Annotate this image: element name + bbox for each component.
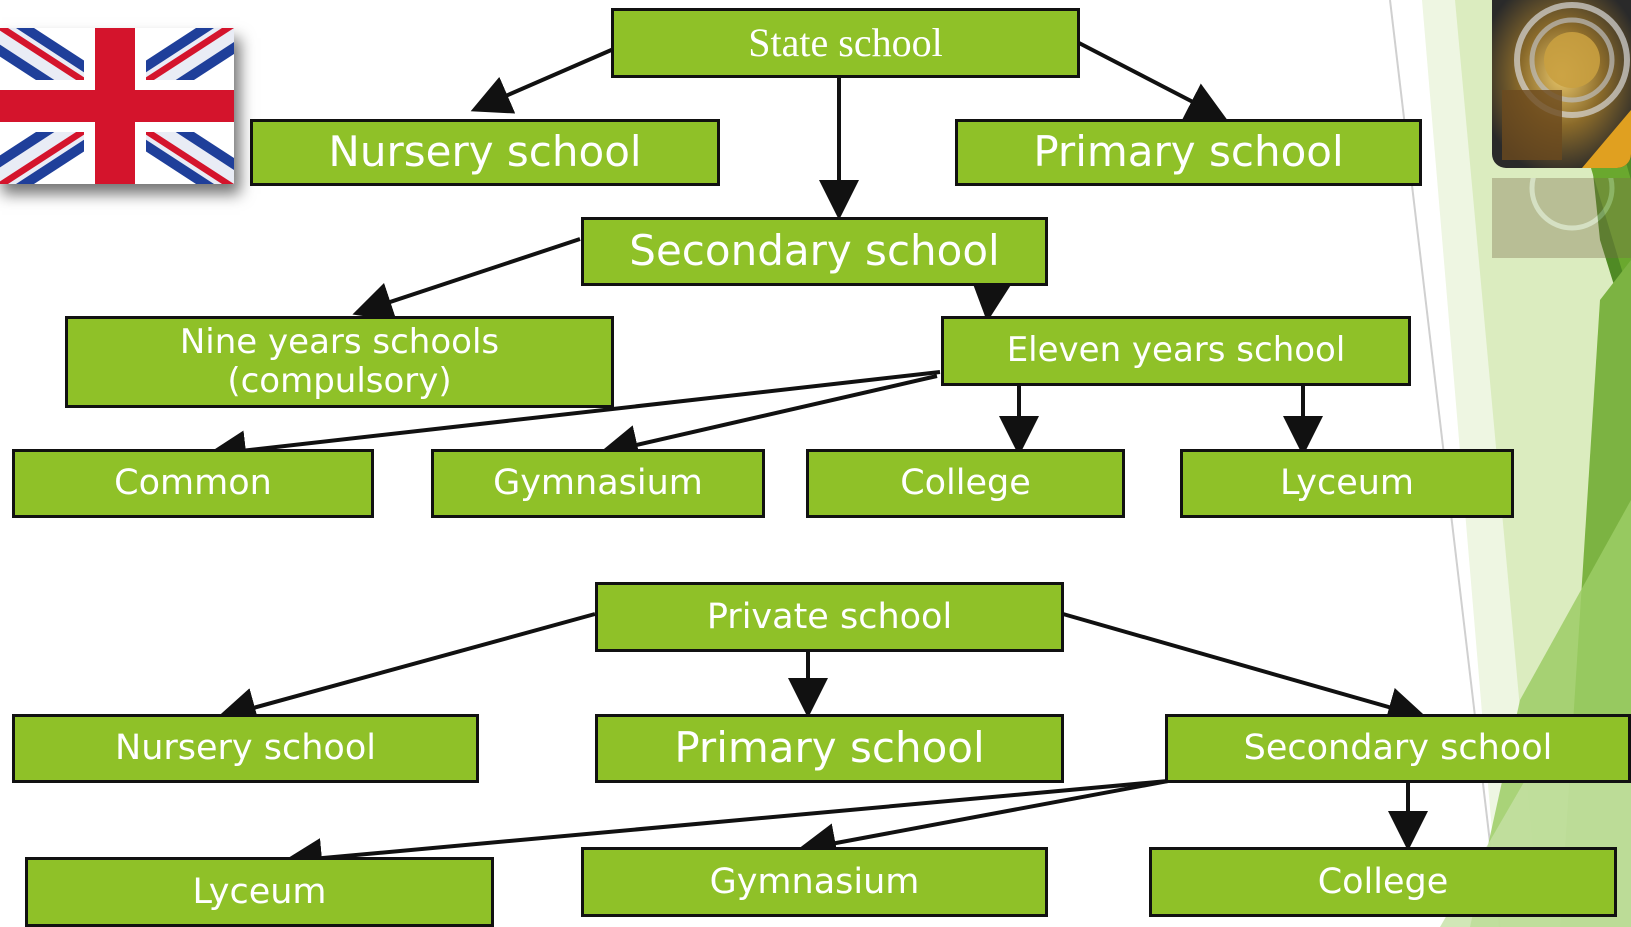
uk-flag-icon bbox=[0, 28, 234, 184]
state-lyceum-box: Lyceum bbox=[1180, 449, 1514, 518]
state-nursery-school-box: Nursery school bbox=[250, 119, 720, 186]
worldbiz-audio-logo bbox=[1492, 0, 1631, 168]
private-secondary-school-box: Secondary school bbox=[1165, 714, 1631, 783]
state-common-box: Common bbox=[12, 449, 374, 518]
private-nursery-school-box: Nursery school bbox=[12, 714, 479, 783]
private-gymnasium-box: Gymnasium bbox=[581, 847, 1048, 917]
private-college-box: College bbox=[1149, 847, 1617, 917]
private-primary-school-box: Primary school bbox=[595, 714, 1064, 783]
eleven-years-school-box: Eleven years school bbox=[941, 316, 1411, 386]
state-school-box: State school bbox=[611, 8, 1080, 78]
nine-years-schools-box: Nine years schools (compulsory) bbox=[65, 316, 614, 408]
private-school-box: Private school bbox=[595, 582, 1064, 652]
nine-years-line2: (compulsory) bbox=[227, 361, 452, 401]
state-gymnasium-box: Gymnasium bbox=[431, 449, 765, 518]
state-primary-school-box: Primary school bbox=[955, 119, 1422, 186]
state-college-box: College bbox=[806, 449, 1125, 518]
logo-reflection bbox=[1492, 178, 1631, 258]
private-lyceum-box: Lyceum bbox=[25, 857, 494, 927]
nine-years-line1: Nine years schools bbox=[179, 321, 500, 362]
state-secondary-school-box: Secondary school bbox=[581, 217, 1048, 286]
